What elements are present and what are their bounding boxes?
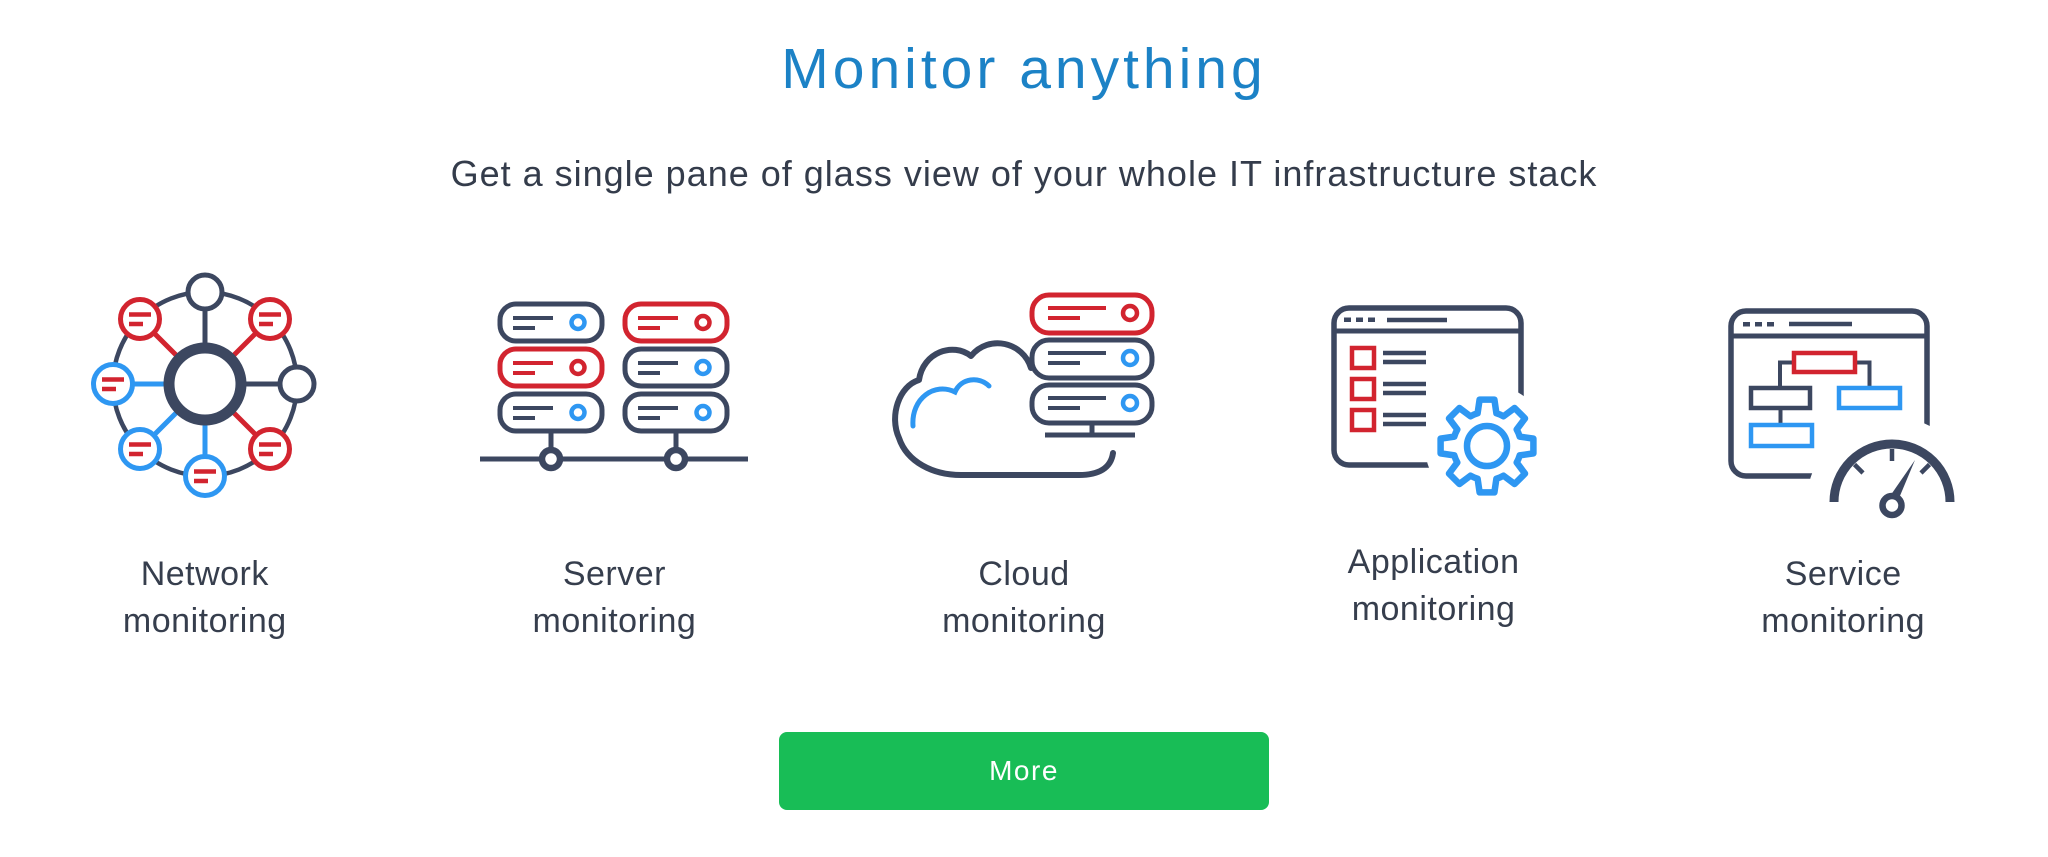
service-monitoring-icon xyxy=(1728,308,1964,523)
feature-service: Service monitoring xyxy=(1638,258,2048,645)
server-monitoring-icon xyxy=(480,301,749,472)
gauge-icon xyxy=(1807,417,1964,523)
gear-icon xyxy=(1425,384,1542,502)
feature-row: Network monitoring xyxy=(0,258,2048,645)
network-monitoring-icon xyxy=(90,272,317,498)
feature-network: Network monitoring xyxy=(0,258,410,645)
more-button[interactable]: More xyxy=(779,732,1269,810)
feature-label-application: Application monitoring xyxy=(1347,543,1520,628)
feature-cloud: Cloud monitoring xyxy=(819,258,1229,645)
feature-label-server: Server monitoring xyxy=(532,555,697,640)
page-title: Monitor anything xyxy=(781,37,1267,101)
feature-server: Server monitoring xyxy=(410,258,820,645)
feature-application: Application monitoring xyxy=(1229,258,1639,645)
feature-label-network: Network monitoring xyxy=(122,555,287,640)
feature-label-cloud: Cloud monitoring xyxy=(942,555,1106,640)
application-monitoring-icon xyxy=(1331,305,1542,502)
feature-label-service: Service monitoring xyxy=(1761,555,1926,640)
page-subtitle: Get a single pane of glass view of your … xyxy=(450,153,1598,194)
cloud-monitoring-icon xyxy=(892,292,1155,478)
